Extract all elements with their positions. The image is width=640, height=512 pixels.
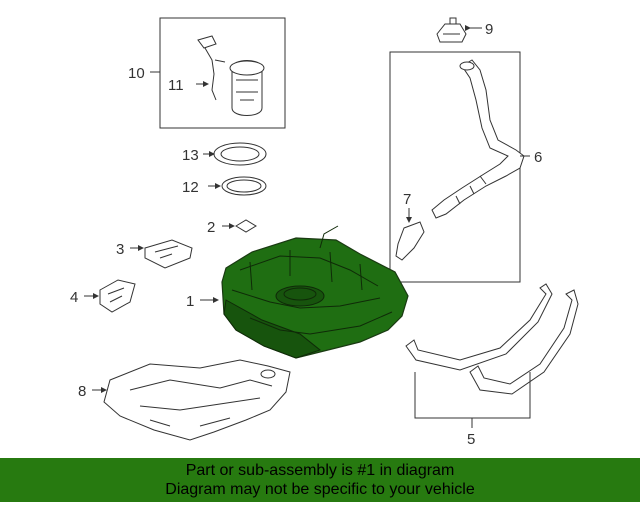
- part-12-seal[interactable]: [208, 176, 267, 196]
- part-8-heat-shield[interactable]: [92, 359, 291, 441]
- part-7-hose[interactable]: [395, 208, 425, 261]
- banner-line-1: Part or sub-assembly is #1 in diagram: [185, 462, 455, 479]
- callout-12: 12: [182, 179, 199, 196]
- part-9-valve[interactable]: [436, 17, 482, 43]
- fuel-pump-group-box: [159, 17, 286, 129]
- part-3-bracket[interactable]: [130, 239, 193, 269]
- banner-line-2: Diagram may not be specific to your vehi…: [165, 481, 475, 498]
- callout-7: 7: [403, 191, 411, 208]
- callout-9: 9: [485, 21, 493, 38]
- part-5-straps[interactable]: [405, 283, 579, 428]
- part-6-filler-pipe[interactable]: [431, 59, 530, 219]
- part-13-lock-ring[interactable]: [203, 142, 267, 166]
- part-10-fuel-pump-module[interactable]: [197, 35, 265, 116]
- callout-4: 4: [70, 289, 78, 306]
- part-2-clip[interactable]: [222, 219, 257, 233]
- callout-8: 8: [78, 383, 86, 400]
- part-4-bracket[interactable]: [84, 279, 136, 313]
- callout-5: 5: [467, 431, 475, 448]
- callout-3: 3: [116, 241, 124, 258]
- callout-10: 10: [128, 65, 145, 82]
- info-banner: Part or sub-assembly is #1 in diagram Di…: [0, 458, 640, 502]
- part-1-fuel-tank[interactable]: [200, 225, 409, 359]
- callout-6: 6: [534, 149, 542, 166]
- callout-2: 2: [207, 219, 215, 236]
- callout-1: 1: [186, 293, 194, 310]
- parts-diagram: 1 2 3 4 5 6 7 8 9 10 11 12 13: [70, 17, 579, 448]
- callout-13: 13: [182, 147, 199, 164]
- callout-11: 11: [168, 77, 184, 94]
